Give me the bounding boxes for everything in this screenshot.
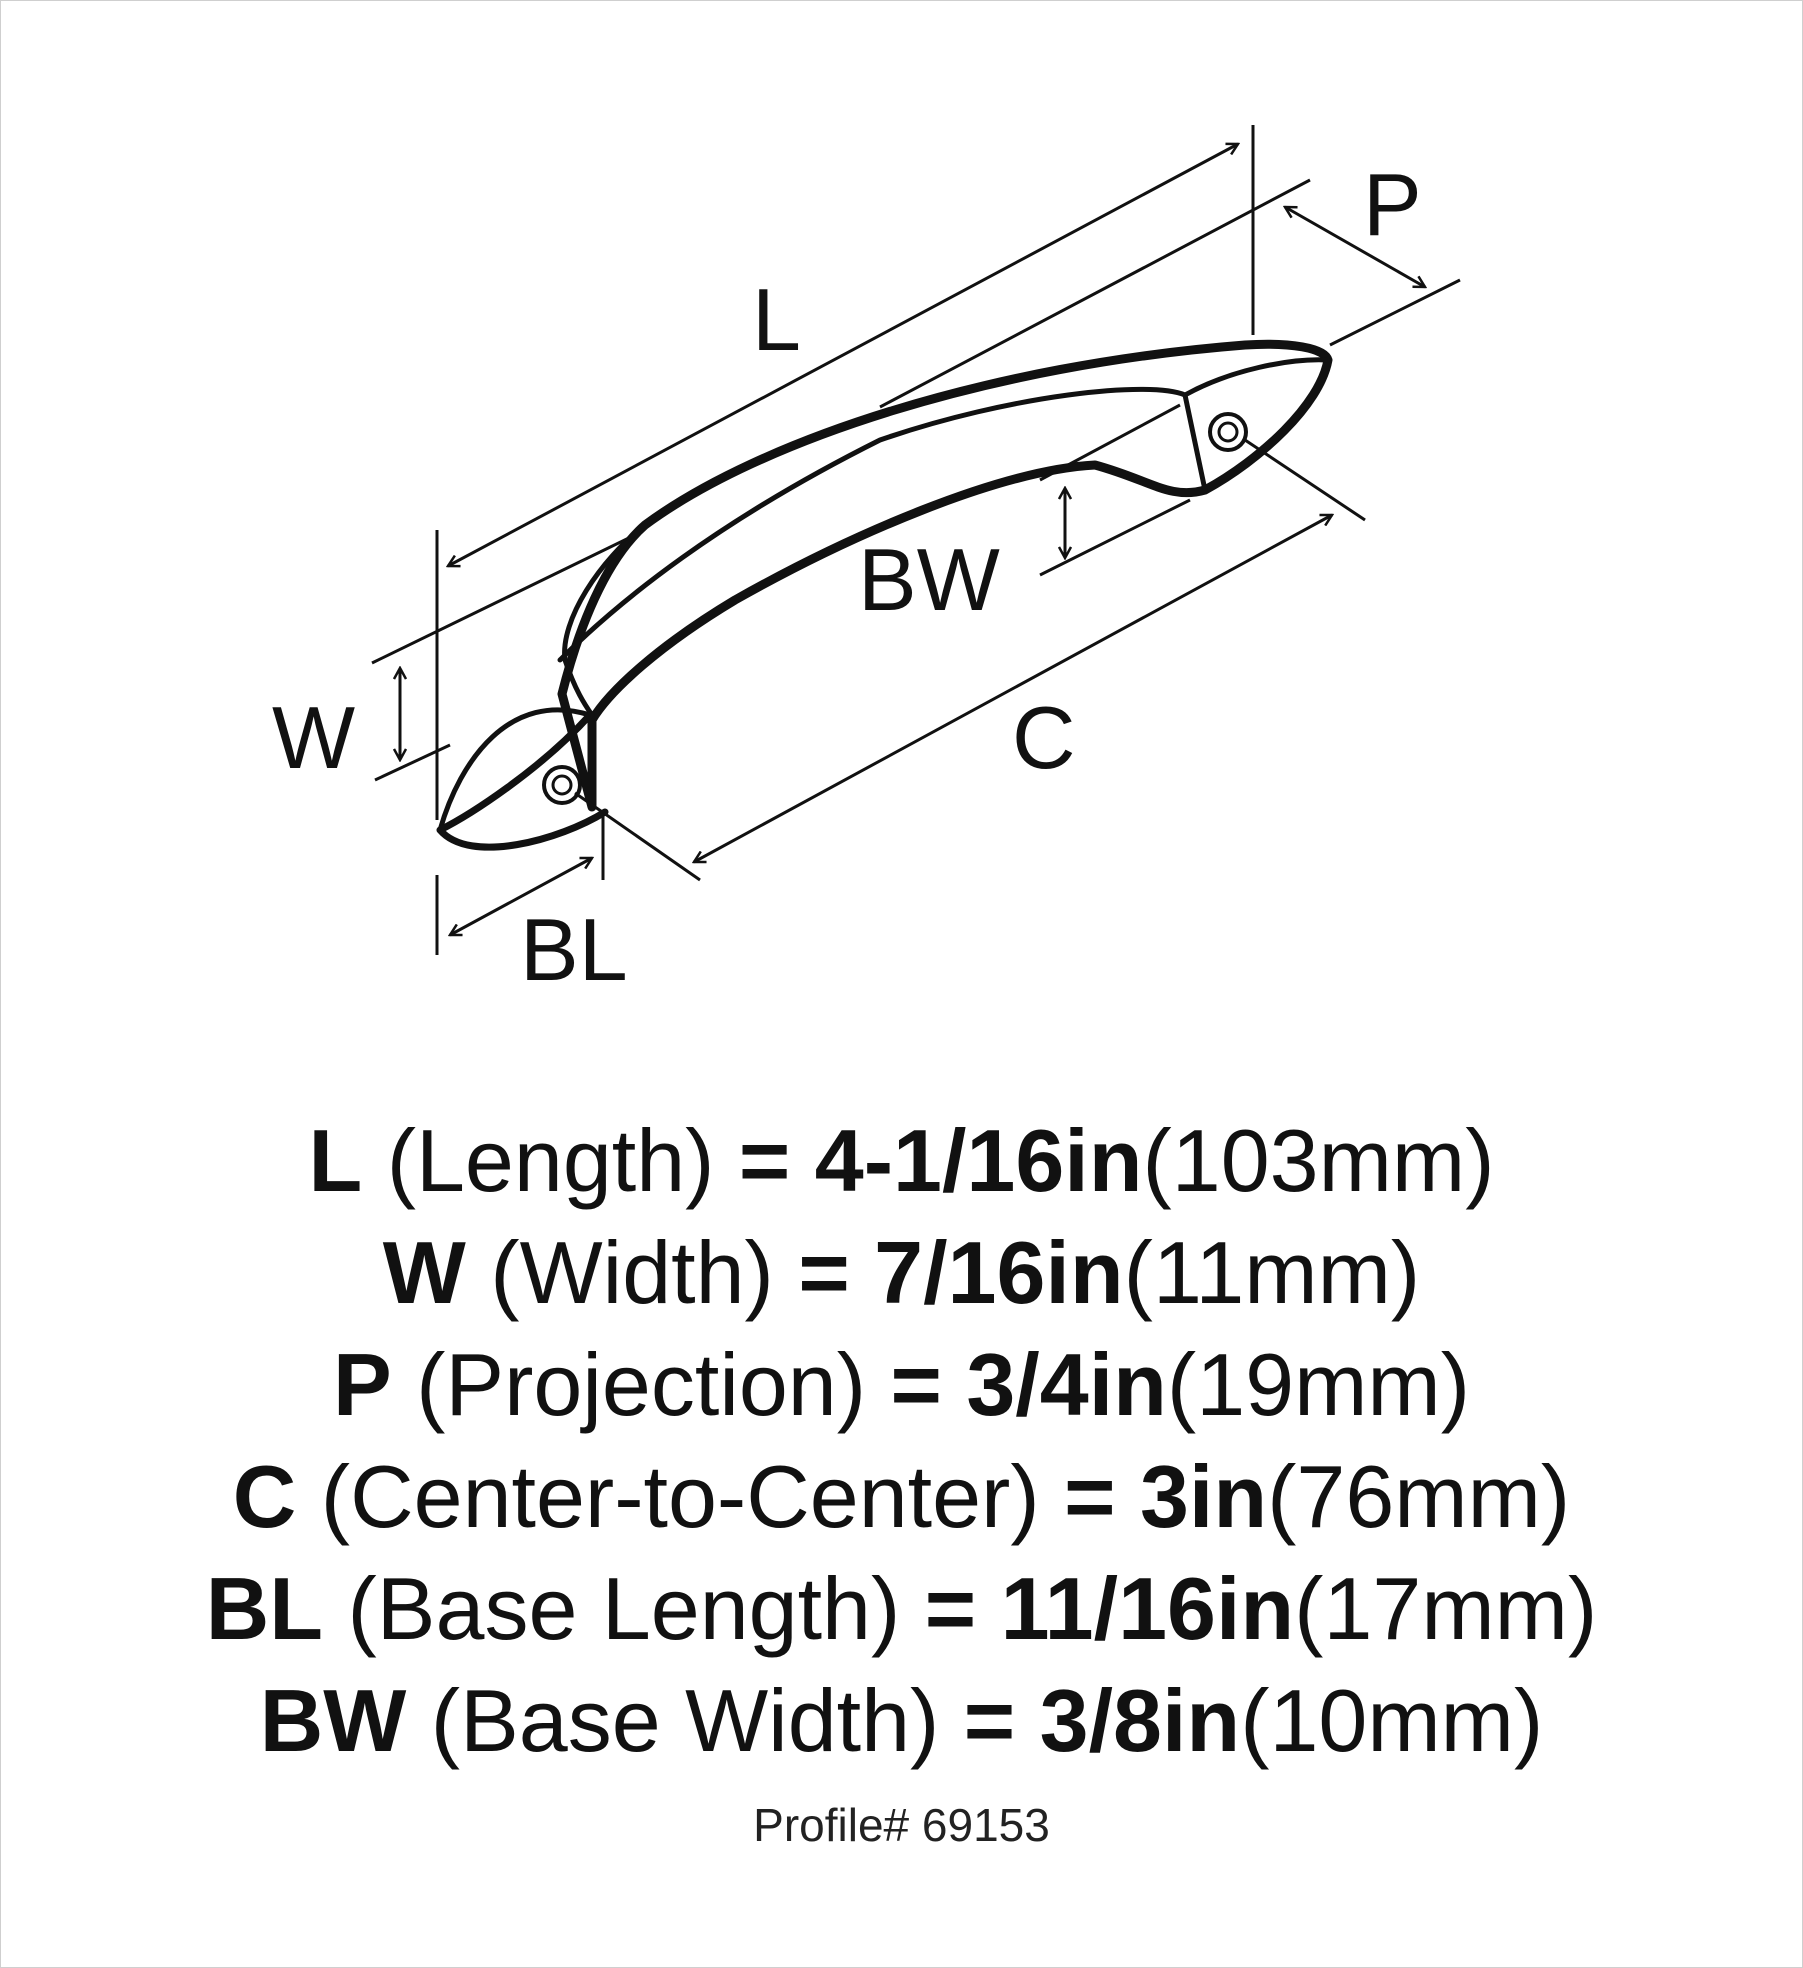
pull-left-end [436, 711, 609, 851]
label-p: P [1363, 155, 1422, 254]
spec-code: C [232, 1447, 297, 1546]
spec-base-length: BL (Base Length) = 11/16in(17mm) [0, 1553, 1803, 1665]
c-dimension-arrow [694, 513, 1332, 864]
spec-equals: = [924, 1559, 977, 1658]
label-bw: BW [858, 530, 1000, 629]
spec-metric: (11mm) [1123, 1223, 1421, 1322]
spec-name: (Center-to-Center) [320, 1447, 1040, 1546]
spec-center-to-center: C (Center-to-Center) = 3in(76mm) [0, 1441, 1803, 1553]
spec-name: (Base Width) [430, 1671, 940, 1770]
dimension-labels: L P BW W C BL [272, 155, 1422, 999]
specification-list: L (Length) = 4-1/16in(103mm) W (Width) =… [0, 1105, 1803, 1855]
dimension-lines [371, 125, 1461, 955]
spec-base-width: BW (Base Width) = 3/8in(10mm) [0, 1665, 1803, 1777]
label-l: L [752, 270, 801, 369]
spec-value: 7/16in [874, 1223, 1124, 1322]
profile-number: Profile# 69153 [753, 1799, 1050, 1851]
left-screw-hole [542, 765, 582, 805]
c-extension-left [574, 791, 701, 882]
label-c: C [1012, 688, 1076, 787]
spec-code: W [382, 1223, 466, 1322]
left-screw-hole-inner [551, 774, 573, 796]
spec-equals: = [963, 1671, 1016, 1770]
spec-value: 3in [1139, 1447, 1268, 1546]
spec-metric: (76mm) [1267, 1447, 1571, 1546]
spec-metric: (17mm) [1294, 1559, 1598, 1658]
spec-name: (Base Length) [347, 1559, 901, 1658]
spec-value: 3/8in [1039, 1671, 1241, 1770]
spec-name: (Width) [490, 1223, 774, 1322]
label-w: W [272, 688, 355, 787]
handle-dimension-diagram: L P BW W C BL [272, 125, 1461, 999]
spec-name: (Projection) [416, 1335, 867, 1434]
p-extension-bottom [1329, 278, 1461, 347]
spec-value: 4-1/16in [814, 1111, 1143, 1210]
w-extension-top [371, 533, 636, 665]
spec-equals: = [1064, 1447, 1116, 1546]
spec-code: L [308, 1111, 363, 1210]
spec-width: W (Width) = 7/16in(11mm) [0, 1217, 1803, 1329]
p-extension-top [879, 178, 1311, 409]
spec-code: BW [259, 1671, 407, 1770]
bl-dimension-arrow [450, 856, 592, 937]
spec-name: (Length) [386, 1111, 715, 1210]
l-dimension-arrow [448, 144, 1238, 566]
spec-value: 11/16in [1000, 1559, 1295, 1658]
bw-extension-bottom [1039, 498, 1191, 577]
pull-left-base-top [437, 707, 593, 833]
spec-value: 3/4in [966, 1335, 1167, 1434]
spec-metric: (103mm) [1142, 1111, 1495, 1210]
spec-projection: P (Projection) = 3/4in(19mm) [0, 1329, 1803, 1441]
spec-code: BL [205, 1559, 324, 1658]
spec-metric: (10mm) [1240, 1671, 1544, 1770]
spec-code: P [332, 1335, 392, 1434]
spec-equals: = [738, 1111, 791, 1210]
spec-equals: = [798, 1223, 850, 1322]
spec-equals: = [890, 1335, 942, 1434]
c-extension-right [1244, 438, 1366, 522]
label-bl: BL [520, 900, 628, 999]
spec-length: L (Length) = 4-1/16in(103mm) [0, 1105, 1803, 1217]
spec-metric: (19mm) [1166, 1335, 1471, 1434]
bw-extension-top [1039, 403, 1181, 482]
p-dimension-arrow [1285, 205, 1425, 289]
w-extension-bottom [374, 743, 451, 782]
